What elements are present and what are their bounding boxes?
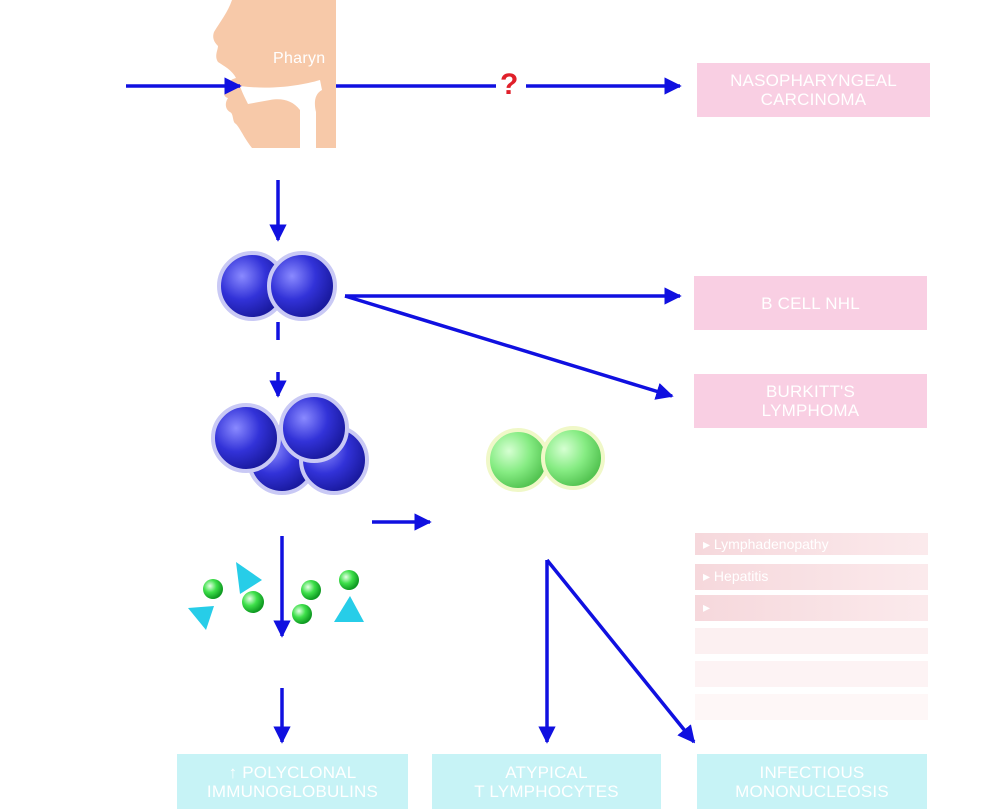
complication-bands bbox=[695, 533, 928, 720]
mononucleosis-line-1: INFECTIOUS bbox=[759, 762, 865, 782]
burkitt-line-1: BURKITT'S bbox=[765, 382, 856, 401]
atypical-t-lymphocytes-box: ATYPICAL T LYMPHOCYTES bbox=[432, 754, 661, 809]
mononucleosis-line-2: MONONUCLEOSIS bbox=[735, 781, 889, 801]
arrow-to-burkitt bbox=[344, 294, 674, 400]
complication-item-3: ▸ bbox=[703, 599, 711, 615]
face-profile-illustration bbox=[213, 0, 336, 148]
complication-item-2: ▸ Hepatitis bbox=[703, 568, 769, 584]
polyclonal-immunoglobulins-box: ↑ POLYCLONAL IMMUNOGLOBULINS bbox=[177, 754, 408, 809]
atypical-line-1: ATYPICAL bbox=[505, 762, 588, 782]
polyclonal-line-2: IMMUNOGLOBULINS bbox=[206, 781, 379, 801]
b-cell-nhl-box: B CELL NHL bbox=[694, 276, 927, 330]
t-cell-pair bbox=[486, 426, 605, 492]
arrow-diagonal-to-mononucleosis bbox=[545, 558, 696, 744]
polyclonal-line-1: ↑ POLYCLONAL bbox=[228, 762, 357, 782]
nasopharyngeal-line-1: NASOPHARYNGEAL bbox=[730, 71, 897, 90]
b-cell-pair bbox=[217, 251, 337, 321]
nasopharyngeal-line-2: CARCINOMA bbox=[760, 90, 867, 109]
nasopharyngeal-carcinoma-box: NASOPHARYNGEAL CARCINOMA bbox=[697, 63, 930, 117]
arrows bbox=[126, 77, 696, 744]
atypical-line-2: T LYMPHOCYTES bbox=[474, 781, 619, 801]
complication-item-1: ▸ Lymphadenopathy bbox=[703, 536, 829, 552]
immunoglobulin-molecules bbox=[188, 562, 364, 630]
b-cell-nhl-label: B CELL NHL bbox=[761, 293, 860, 313]
pharynx-label: Pharyn bbox=[273, 50, 326, 67]
infectious-mononucleosis-box: INFECTIOUS MONONUCLEOSIS bbox=[697, 754, 927, 809]
burkitt-lymphoma-box: BURKITT'S LYMPHOMA bbox=[694, 374, 927, 428]
b-cell-cluster bbox=[211, 393, 369, 495]
burkitt-line-2: LYMPHOMA bbox=[761, 401, 860, 420]
question-mark: ? bbox=[500, 68, 519, 101]
